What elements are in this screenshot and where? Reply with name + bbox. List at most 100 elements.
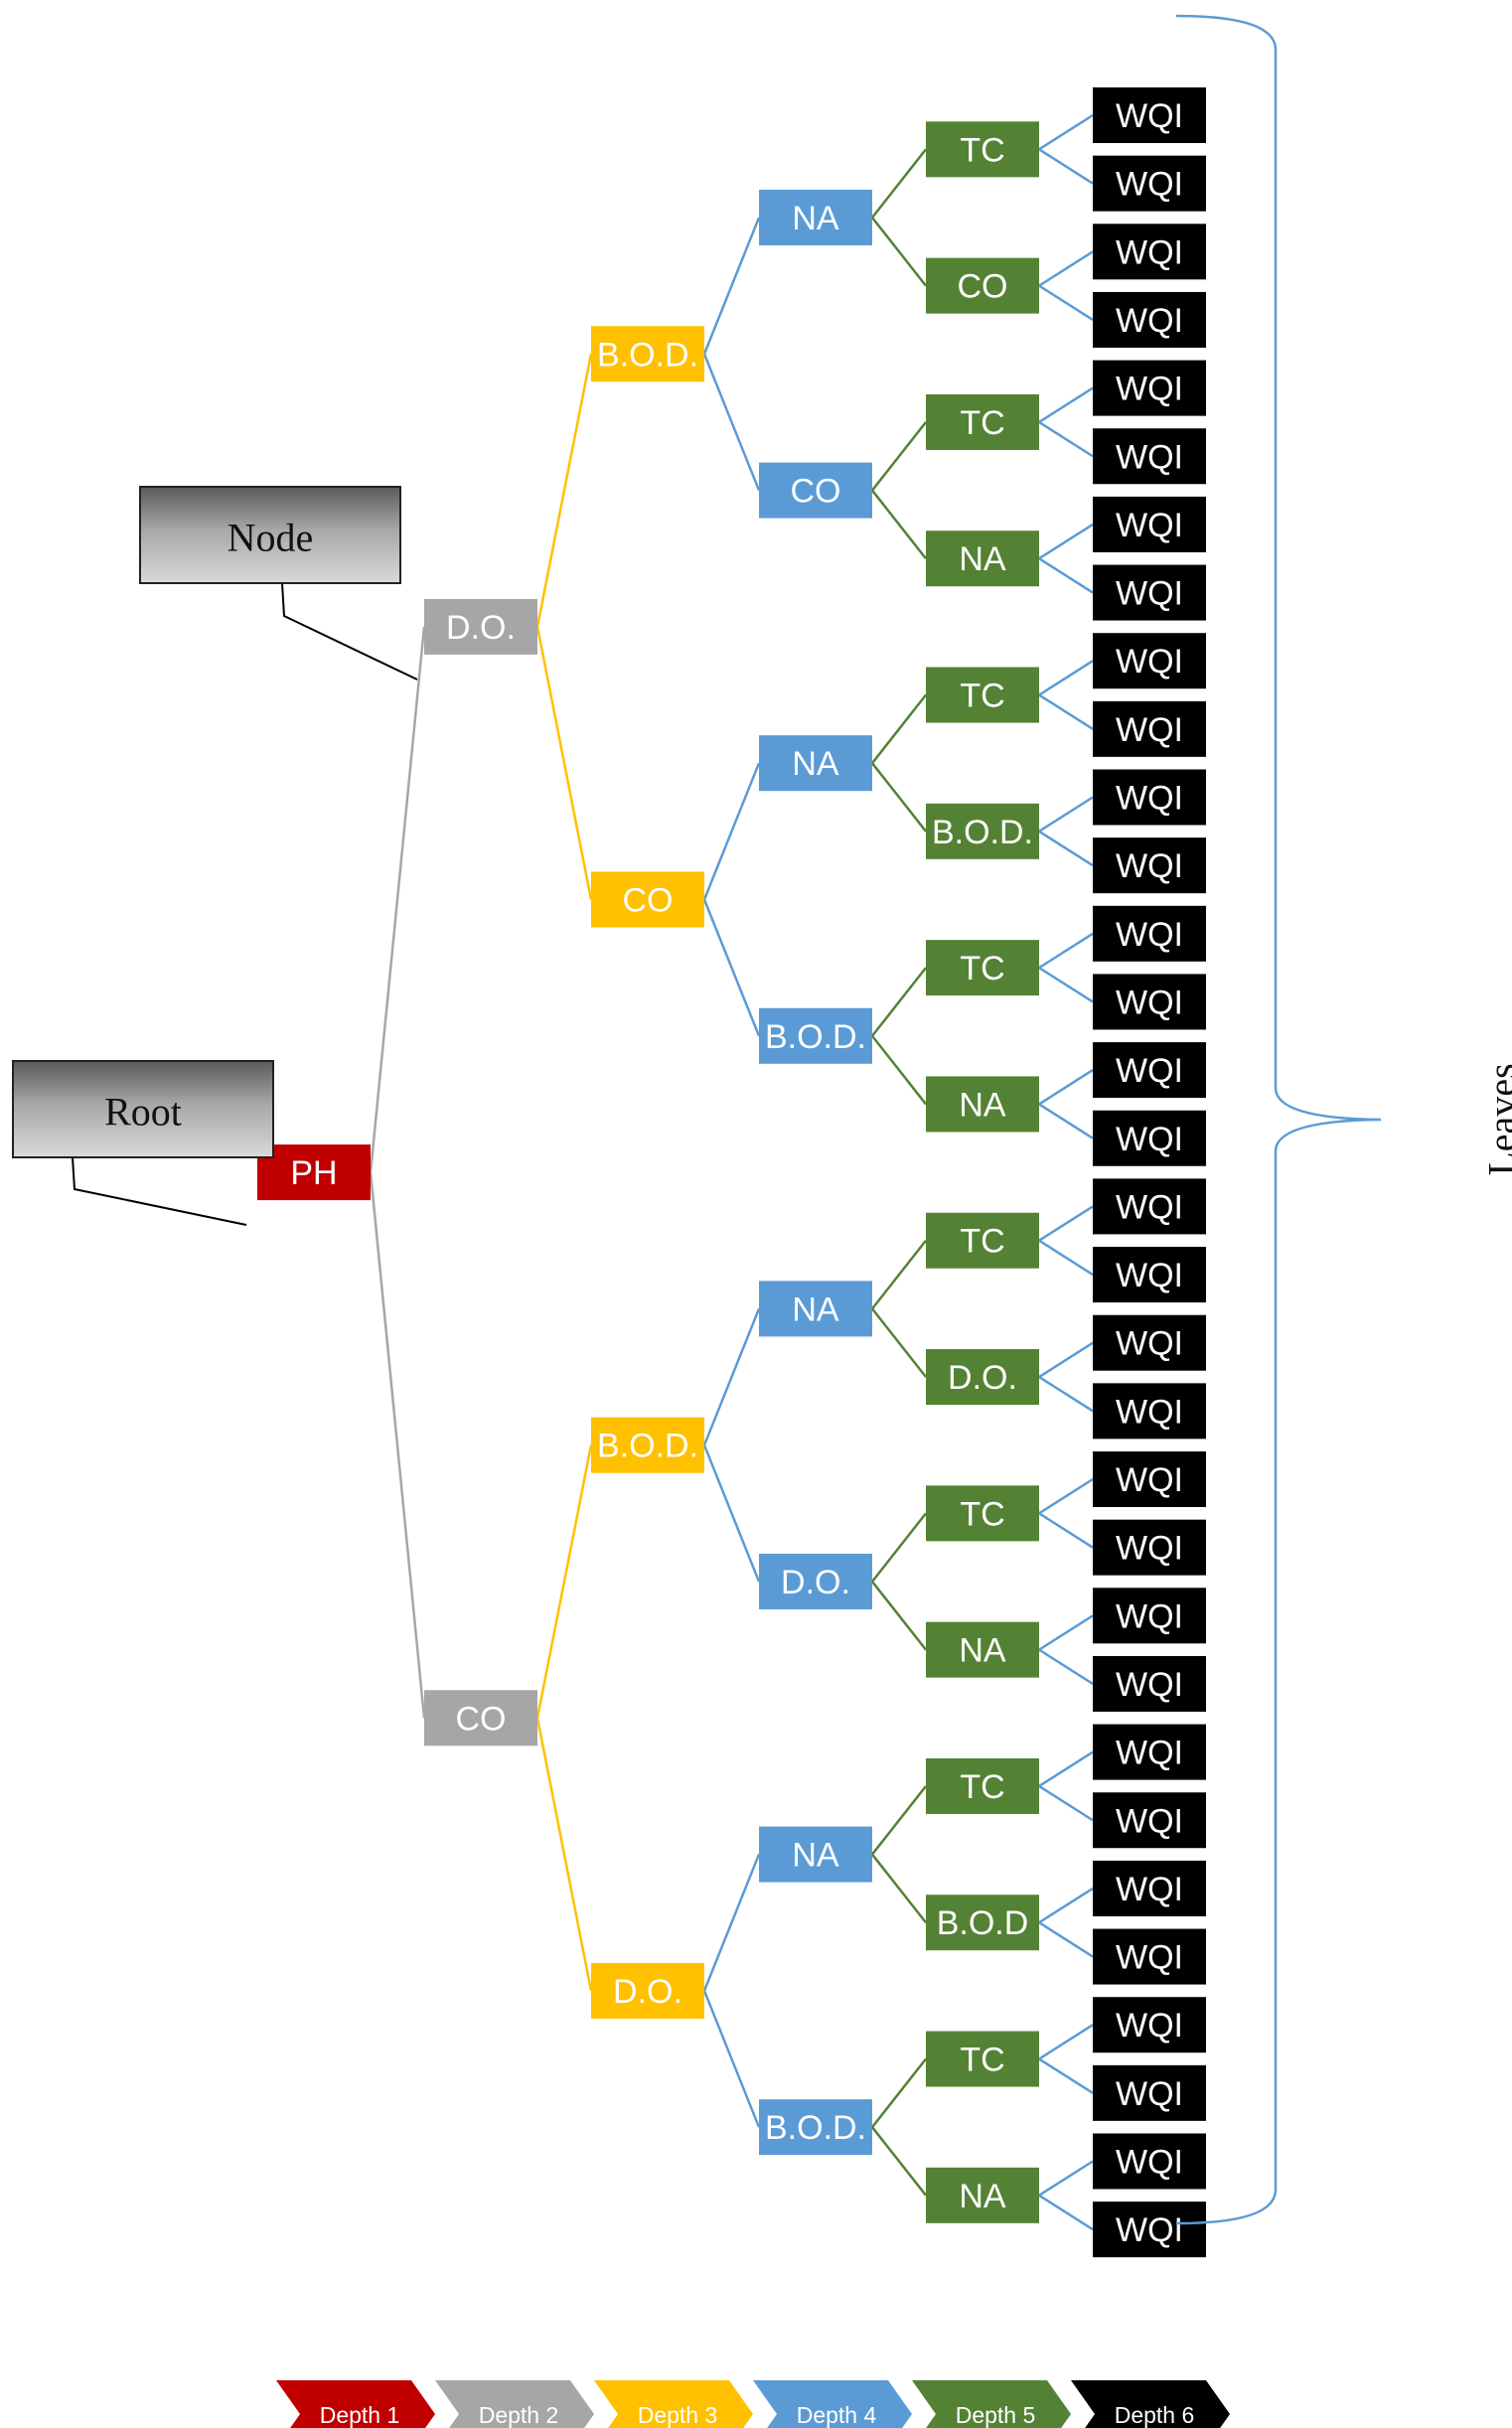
leaf-node: WQI xyxy=(1093,1928,1206,1985)
leaf-node-label: WQI xyxy=(1116,1666,1183,1704)
leaf-node-label: WQI xyxy=(1116,1871,1183,1908)
leaf-node-box xyxy=(1093,974,1206,1030)
legend-label: Depth 4 xyxy=(797,2402,877,2428)
leaf-node-box xyxy=(1093,564,1206,621)
tree-node-depth-4: D.O. xyxy=(759,1553,872,1609)
tree-edge-depth-4-to-5 xyxy=(871,1239,927,1310)
leaf-node-label: WQI xyxy=(1116,1393,1183,1431)
tree-node-depth-5-label: TC xyxy=(960,131,1004,169)
tree-node-depth-5: B.O.D xyxy=(926,1895,1039,1951)
tree-node-depth-3: D.O. xyxy=(591,1962,704,2019)
tree-node-depth-5-label: TC xyxy=(960,1495,1004,1533)
legend-item-depth-3: Depth 3 xyxy=(594,2380,753,2428)
tree-node-depth-4-box xyxy=(759,735,872,792)
tree-edge-depth-5-to-6 xyxy=(1038,523,1094,560)
leaf-node: WQI xyxy=(1093,155,1206,212)
leaf-node: WQI xyxy=(1093,1110,1206,1166)
tree-edge-depth-5-to-6 xyxy=(1038,1648,1094,1686)
tree-node-depth-5-label: TC xyxy=(960,2042,1004,2079)
tree-edges xyxy=(369,113,1094,2231)
tree-node-depth-4: B.O.D. xyxy=(759,1007,872,1064)
leaf-node: WQI xyxy=(1093,1451,1206,1507)
leaf-node: WQI xyxy=(1093,1997,1206,2053)
root-node: PH xyxy=(257,1144,371,1201)
leaf-node: WQI xyxy=(1093,700,1206,757)
tree-edge-depth-5-to-6 xyxy=(1038,830,1094,867)
root-callout-pointer xyxy=(72,1156,247,1226)
leaf-node: WQI xyxy=(1093,2064,1206,2121)
tree-node-depth-4: B.O.D. xyxy=(759,2099,872,2156)
tree-edge-depth-5-to-6 xyxy=(1038,113,1094,151)
leaf-node-label: WQI xyxy=(1116,2075,1183,2113)
leaf-node-label: WQI xyxy=(1116,438,1183,476)
tree-node-depth-5-label: NA xyxy=(959,1632,1006,1670)
root-callout: Root xyxy=(12,1060,274,1226)
leaf-node: WQI xyxy=(1093,974,1206,1030)
tree-edge-depth-5-to-6 xyxy=(1038,284,1094,322)
leaf-node-box xyxy=(1093,155,1206,212)
root-node-label: PH xyxy=(290,1154,337,1192)
legend-label: Depth 2 xyxy=(479,2402,559,2428)
leaves-label: Leaves xyxy=(1480,1063,1512,1175)
leaf-node: WQI xyxy=(1093,1247,1206,1303)
tree-node-depth-5-box xyxy=(926,803,1039,859)
leaf-node: WQI xyxy=(1093,769,1206,826)
leaf-node: WQI xyxy=(1093,564,1206,621)
leaf-node-box xyxy=(1093,2064,1206,2121)
tree-node-depth-4: NA xyxy=(759,735,872,792)
legend-chevron xyxy=(594,2380,753,2428)
tree-node-depth-3-box xyxy=(591,1962,704,2019)
leaf-node-box xyxy=(1093,2133,1206,2190)
tree-edge-depth-4-to-5 xyxy=(871,1512,927,1583)
tree-edge-depth-3-to-4 xyxy=(702,762,761,900)
tree-node-depth-3-box xyxy=(591,326,704,382)
leaf-node-box xyxy=(1093,905,1206,962)
leaf-node-box xyxy=(1093,769,1206,826)
tree-edge-depth-5-to-6 xyxy=(1038,1341,1094,1379)
tree-node-depth-4-box xyxy=(759,462,872,519)
leaf-node: WQI xyxy=(1093,1178,1206,1235)
tree-node-depth-4-box xyxy=(759,1281,872,1337)
leaf-node: WQI xyxy=(1093,905,1206,962)
tree-edge-depth-5-to-6 xyxy=(1038,1375,1094,1413)
leaf-node-label: WQI xyxy=(1116,984,1183,1021)
tree-edge-depth-5-to-6 xyxy=(1038,660,1094,696)
leaf-node: WQI xyxy=(1093,496,1206,552)
leaf-node-box xyxy=(1093,291,1206,348)
tree-node-depth-5-label: TC xyxy=(960,404,1004,442)
leaf-node-box xyxy=(1093,428,1206,485)
tree-edge-depth-4-to-5 xyxy=(871,693,927,764)
tree-node-depth-4: NA xyxy=(759,1826,872,1883)
tree-edge-depth-4-to-5 xyxy=(871,1853,927,1923)
leaf-node-box xyxy=(1093,1588,1206,1644)
tree-node-depth-5-label: TC xyxy=(960,678,1004,715)
tree-node-depth-5: B.O.D. xyxy=(926,803,1039,859)
tree-edge-depth-5-to-6 xyxy=(1038,1784,1094,1822)
legend-item-depth-4: Depth 4 xyxy=(753,2380,912,2428)
tree-edge-depth-4-to-5 xyxy=(871,217,927,287)
tree-node-depth-2-box xyxy=(424,1690,537,1746)
leaf-node-label: WQI xyxy=(1116,1802,1183,1840)
node-callout-label: Node xyxy=(227,516,314,560)
leaf-node: WQI xyxy=(1093,224,1206,280)
leaf-node: WQI xyxy=(1093,1383,1206,1440)
tree-node-depth-5-label: NA xyxy=(959,1086,1006,1124)
leaf-node-label: WQI xyxy=(1116,1597,1183,1635)
tree-node-depth-5: CO xyxy=(926,257,1039,314)
tree-edge-depth-5-to-6 xyxy=(1038,2194,1094,2231)
tree-edge-depth-5-to-6 xyxy=(1038,1239,1094,1277)
leaf-node: WQI xyxy=(1093,1042,1206,1099)
node-callout-pointer xyxy=(281,582,418,681)
tree-node-depth-3-label: B.O.D. xyxy=(597,336,698,374)
tree-node-depth-4: NA xyxy=(759,189,872,245)
leaf-node-box xyxy=(1093,360,1206,416)
tree-node-depth-5-box xyxy=(926,1485,1039,1542)
tree-node-depth-2-label: D.O. xyxy=(446,609,516,647)
tree-edge-depth-5-to-6 xyxy=(1038,250,1094,287)
tree-node-depth-5-label: NA xyxy=(959,540,1006,578)
tree-node-depth-5-box xyxy=(926,1895,1039,1951)
leaf-node-box xyxy=(1093,2201,1206,2258)
leaves-brace xyxy=(1175,14,1382,2225)
node-callout: Node xyxy=(139,486,418,681)
